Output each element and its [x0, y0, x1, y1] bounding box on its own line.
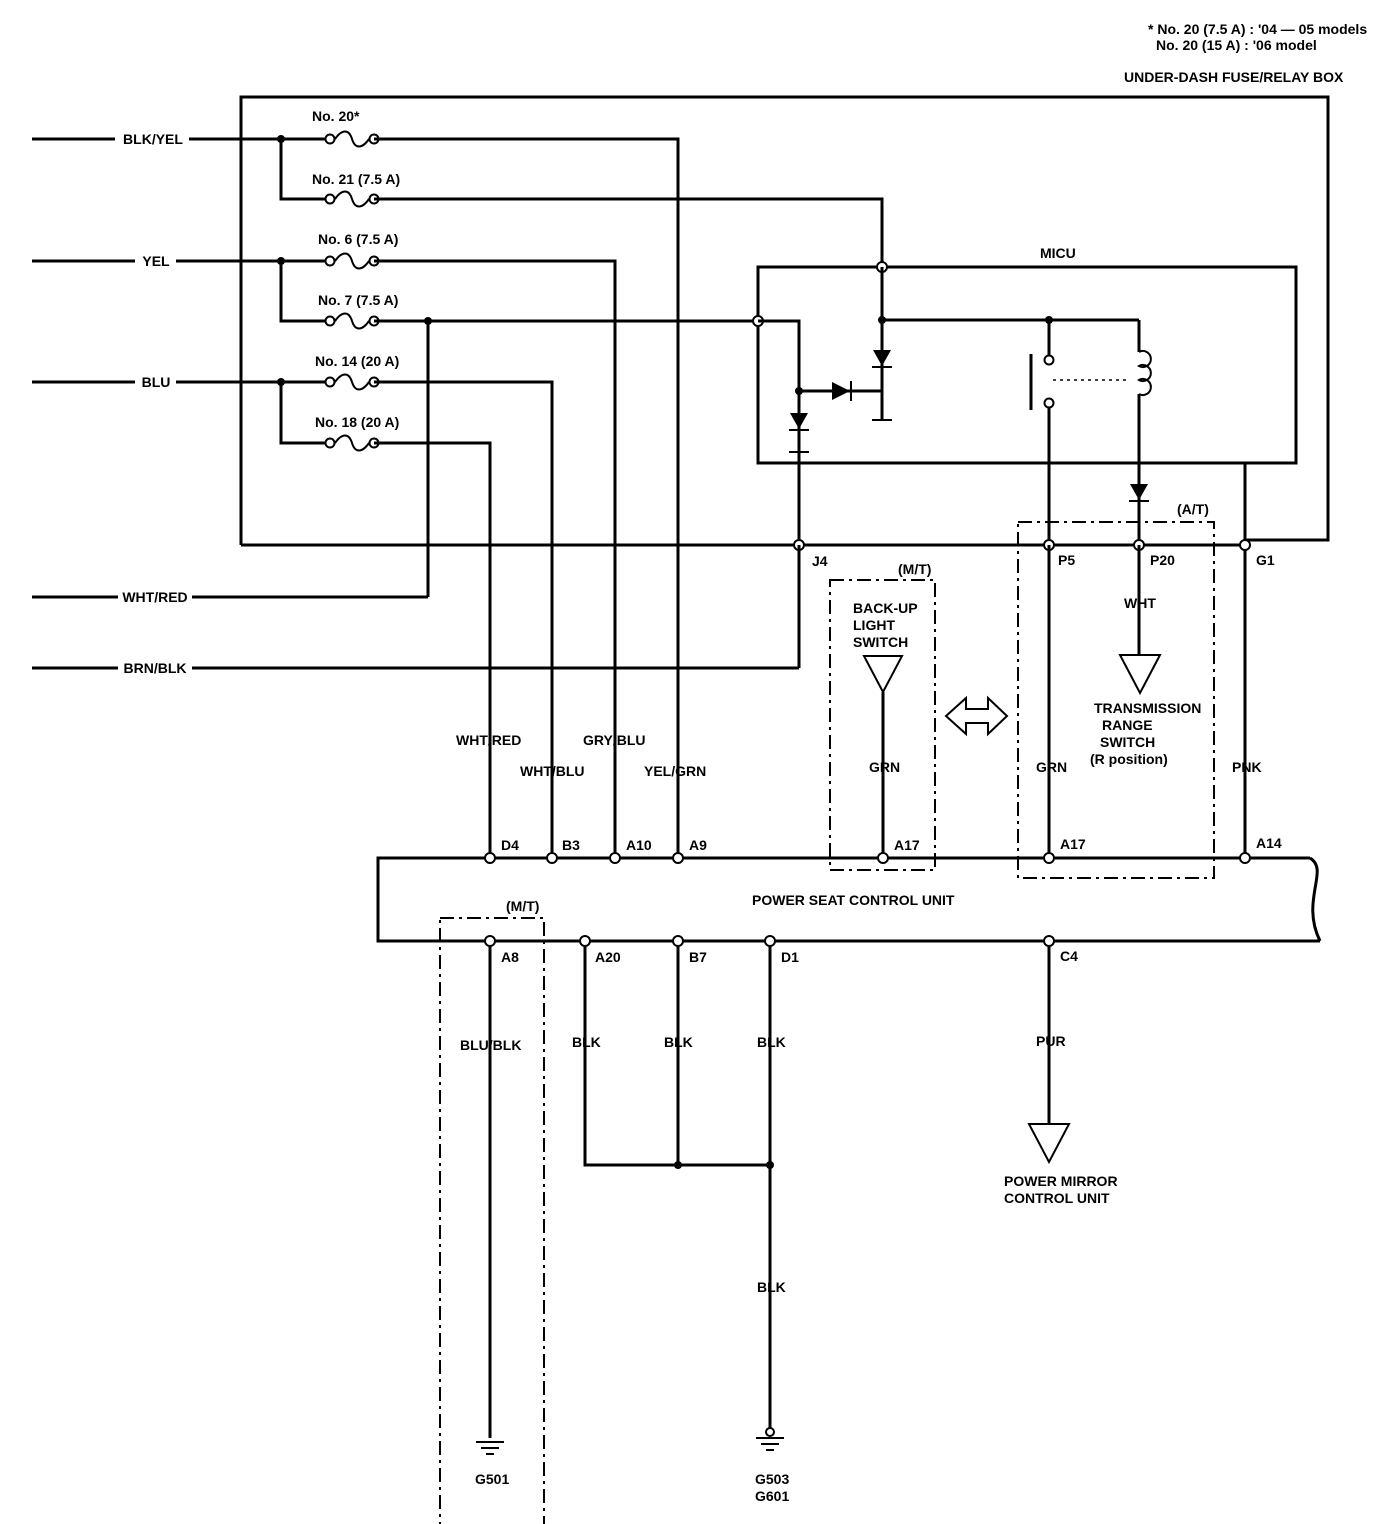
connector-p20: P20	[1150, 552, 1175, 568]
fuse-no-20: No. 20*	[312, 108, 380, 148]
input-wht-red-label: WHT/RED	[122, 589, 187, 605]
fuse-no-7-label: No. 7 (7.5 A)	[318, 292, 398, 308]
micu-label: MICU	[1040, 245, 1076, 261]
fuse-no-14: No. 14 (20 A)	[315, 353, 399, 391]
fuse-no-21: No. 21 (7.5 A)	[312, 171, 400, 208]
trans-switch-label-4: (R position)	[1090, 751, 1168, 767]
mt-bottom-option: (M/T) A8 BLU/BLK G501	[439, 898, 545, 1524]
connector-a9: A9	[689, 837, 707, 853]
input-yel: YEL	[32, 253, 330, 269]
fuse-no-20-label: No. 20*	[312, 108, 360, 124]
trans-switch-label-2: RANGE	[1102, 717, 1153, 733]
wire-blk-d1: BLK	[757, 1034, 786, 1050]
micu-diode-center	[871, 349, 893, 368]
fuse-note-1: * No. 20 (7.5 A) : '04 — 05 models	[1148, 21, 1367, 37]
ground-g503-icon	[755, 1437, 785, 1451]
fuse-no-21-label: No. 21 (7.5 A)	[312, 171, 400, 187]
connector-a20: A20	[595, 949, 621, 965]
mt-bottom-label: (M/T)	[506, 898, 539, 914]
fuse-note-2: No. 20 (15 A) : '06 model	[1156, 37, 1317, 53]
connector-a14: A14	[1256, 835, 1282, 851]
wire-gry-blu: GRY/BLU	[583, 732, 645, 748]
trans-switch-label-3: SWITCH	[1100, 734, 1155, 750]
wire-blk-ground: BLK	[757, 1279, 786, 1295]
wire-blk-b7: BLK	[664, 1034, 693, 1050]
wire-blk-a20: BLK	[572, 1034, 601, 1050]
wire-pur: PUR	[1036, 1033, 1066, 1049]
mt-backup-option: (M/T) BACK-UP LIGHT SWITCH GRN	[829, 561, 936, 871]
wire-grn-mt: GRN	[869, 759, 900, 775]
connector-b3: B3	[562, 837, 580, 853]
ground-g601-label: G601	[755, 1488, 789, 1504]
mirror-unit-label-1: POWER MIRROR	[1004, 1173, 1118, 1189]
transmission-range-switch-icon	[1118, 654, 1162, 696]
fuse-no-18-label: No. 18 (20 A)	[315, 414, 399, 430]
connector-a17-at: A17	[1060, 836, 1086, 852]
fuse-no-6: No. 6 (7.5 A)	[318, 231, 398, 270]
fuse-relay-box: UNDER-DASH FUSE/RELAY BOX	[239, 69, 1344, 547]
mirror-unit-label-2: CONTROL UNIT	[1004, 1190, 1110, 1206]
wire-grn-at: GRN	[1036, 759, 1067, 775]
backup-light-switch-icon	[862, 655, 904, 695]
fuse-no-18: No. 18 (20 A)	[315, 414, 399, 452]
input-yel-label: YEL	[142, 253, 170, 269]
wire-wht: WHT	[1124, 595, 1156, 611]
input-brn-blk: BRN/BLK	[32, 660, 799, 676]
connector-d1: D1	[781, 949, 799, 965]
input-blu-label: BLU	[142, 374, 171, 390]
micu-box: MICU	[756, 245, 1298, 465]
at-option: (A/T) GRN WHT TRANSMISSION RANGE SWITCH …	[1017, 501, 1215, 879]
connector-a8: A8	[501, 949, 519, 965]
input-blk-yel-label: BLK/YEL	[123, 131, 183, 147]
fuse-no-6-label: No. 6 (7.5 A)	[318, 231, 398, 247]
input-blk-yel: BLK/YEL	[32, 131, 330, 147]
backup-switch-label-3: SWITCH	[853, 634, 908, 650]
wire-pnk: PNK	[1232, 759, 1262, 775]
alternative-arrow-icon	[944, 695, 1009, 737]
fuse-no-7: No. 7 (7.5 A)	[318, 292, 398, 330]
mt-top-label: (M/T)	[898, 561, 931, 577]
relay-coil-icon	[1136, 350, 1152, 396]
connector-b7: B7	[689, 949, 707, 965]
micu-diode-horizontal	[832, 381, 852, 401]
wire-yel-grn: YEL/GRN	[644, 763, 706, 779]
ground-g503-label: G503	[755, 1471, 789, 1487]
relay-diode	[1128, 483, 1150, 502]
at-label: (A/T)	[1177, 501, 1209, 517]
connector-p5: P5	[1058, 552, 1075, 568]
trans-switch-label-1: TRANSMISSION	[1094, 700, 1201, 716]
wire-blu-blk: BLU/BLK	[460, 1037, 521, 1053]
ground-g501-label: G501	[475, 1471, 509, 1487]
connector-a10: A10	[626, 837, 652, 853]
backup-switch-label-1: BACK-UP	[853, 600, 918, 616]
fuse-relay-box-label: UNDER-DASH FUSE/RELAY BOX	[1124, 69, 1344, 85]
backup-switch-label-2: LIGHT	[853, 617, 895, 633]
power-seat-control-unit: POWER SEAT CONTROL UNIT	[376, 856, 1322, 943]
wire-wht-red: WHT/RED	[456, 732, 521, 748]
connector-j4: J4	[812, 553, 828, 569]
power-seat-control-unit-label: POWER SEAT CONTROL UNIT	[752, 892, 955, 908]
connector-g1: G1	[1256, 552, 1275, 568]
wire-wht-blu: WHT/BLU	[520, 763, 585, 779]
fuse-no-14-label: No. 14 (20 A)	[315, 353, 399, 369]
input-brn-blk-label: BRN/BLK	[124, 660, 187, 676]
input-blu: BLU	[32, 374, 330, 390]
micu-diode-left	[788, 412, 810, 431]
connector-c4: C4	[1060, 948, 1078, 964]
power-mirror-unit-icon	[1027, 1123, 1071, 1165]
connector-a17-mt: A17	[894, 837, 920, 853]
connector-d4: D4	[501, 837, 519, 853]
ground-g501-icon	[475, 1441, 505, 1455]
input-wht-red: WHT/RED	[32, 589, 428, 605]
